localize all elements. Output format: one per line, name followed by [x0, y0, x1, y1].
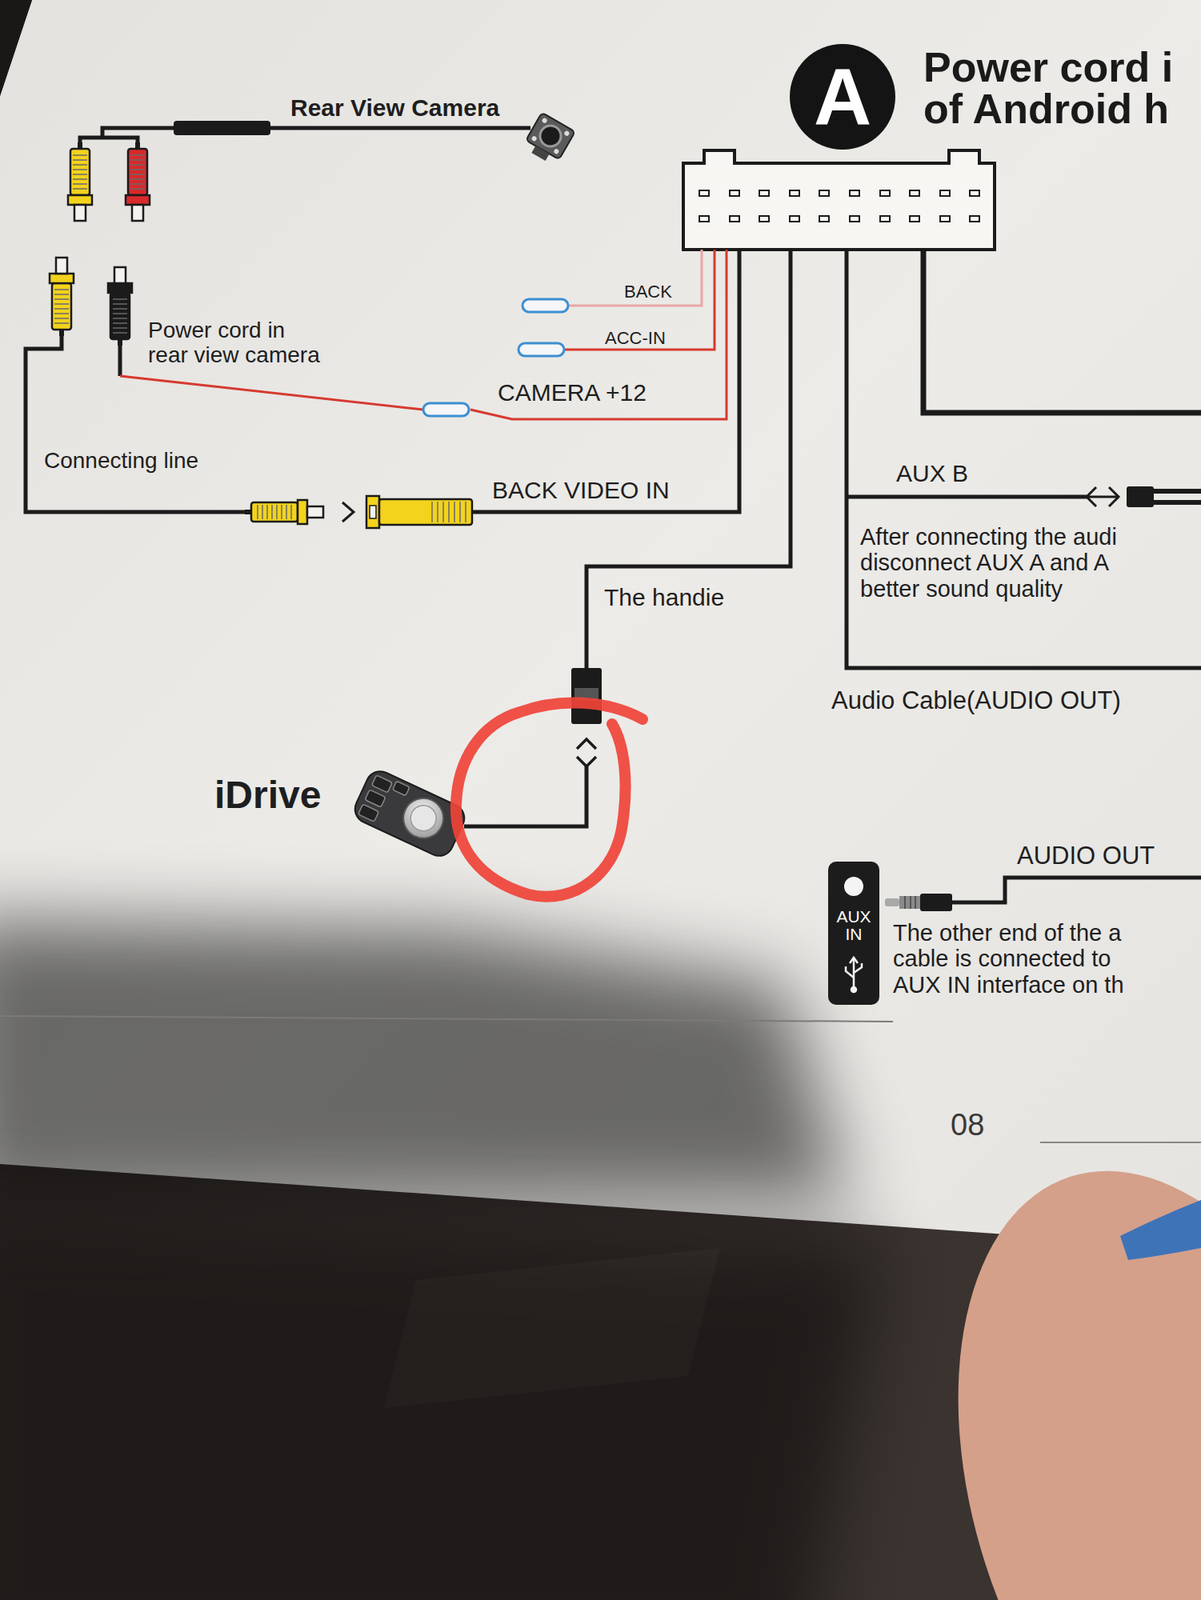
part-label: Power cord in rear view camera	[148, 318, 326, 369]
red-marker-circle	[456, 702, 643, 897]
corner-shadow	[0, 0, 33, 97]
wire-terminal	[518, 343, 565, 357]
page-number: 08	[950, 1108, 985, 1144]
power-cable	[118, 345, 123, 377]
plug-symbol	[1086, 487, 1119, 507]
part-label: Audio Cable(AUDIO OUT)	[831, 686, 1121, 716]
page-rule	[1040, 1141, 1201, 1144]
part-label: The handie	[604, 584, 725, 613]
note: The other end of the a cable is connecte…	[892, 920, 1157, 998]
power-rca-female	[108, 267, 133, 346]
camera-power-wire	[470, 249, 727, 420]
aux-in-device: AUX IN	[828, 861, 880, 1005]
photo-shadow	[0, 920, 849, 1201]
hand	[879, 1115, 1201, 1600]
signal-name: ACC-IN	[604, 328, 666, 349]
part-label: Rear View Camera	[290, 94, 500, 123]
section-badge: APower cord i of Android h	[788, 40, 1189, 157]
port-label: AUX IN	[828, 908, 880, 944]
signal-name: AUDIO OUT	[1016, 841, 1155, 871]
usb-icon	[845, 957, 862, 993]
back-wire	[568, 249, 702, 306]
signal-name: CAMERA +12	[497, 379, 647, 408]
aux-wire	[846, 249, 1201, 669]
audio-out-cable	[952, 877, 1201, 903]
back-video-wire	[472, 249, 740, 513]
aux-socket	[844, 876, 864, 897]
note: After connecting the audi disconnect AUX…	[860, 524, 1149, 602]
aux-plug-prong	[1153, 488, 1201, 494]
aux-plug-prong	[1153, 500, 1201, 505]
power-cable-red	[120, 376, 424, 410]
power-trunk	[923, 249, 1201, 413]
part-label: iDrive	[214, 772, 321, 817]
jack-sleeve	[899, 896, 921, 909]
page-rule	[0, 1016, 893, 1022]
video-rca-female	[49, 257, 74, 337]
handle-wire	[586, 249, 791, 669]
connector-pins	[699, 190, 980, 222]
part-label: Connecting line	[44, 448, 199, 474]
jack-rings	[904, 896, 916, 909]
sleeve-edge	[1120, 1200, 1201, 1261]
camera-cable	[80, 128, 531, 143]
aux-plug	[1126, 486, 1154, 508]
signal-name: AUX B	[896, 460, 969, 489]
video-rca-male	[68, 142, 93, 221]
table-shadow	[0, 1200, 881, 1600]
wire-terminal	[522, 299, 569, 313]
signal-name: BACK VIDEO IN	[492, 476, 670, 505]
section-letter: A	[789, 44, 896, 150]
harness-connector	[683, 150, 995, 250]
jack-tip	[884, 898, 900, 907]
idrive-cable	[464, 766, 587, 827]
aux-in-device	[828, 861, 880, 1005]
wire-terminal	[423, 403, 469, 417]
back-video-rca-female	[366, 496, 473, 529]
connecting-rca-male	[244, 500, 324, 525]
signal-name: BACK	[624, 281, 673, 302]
acc-wire	[564, 249, 715, 350]
jack-plug	[920, 893, 953, 912]
section-title: Power cord i of Android h	[923, 46, 1196, 130]
handle-plug	[571, 668, 602, 725]
power-rca-male	[125, 142, 150, 221]
camera-icon	[521, 112, 576, 167]
plug-pointer	[342, 502, 354, 522]
inline-plug	[173, 120, 271, 136]
plug-symbol	[576, 739, 597, 767]
